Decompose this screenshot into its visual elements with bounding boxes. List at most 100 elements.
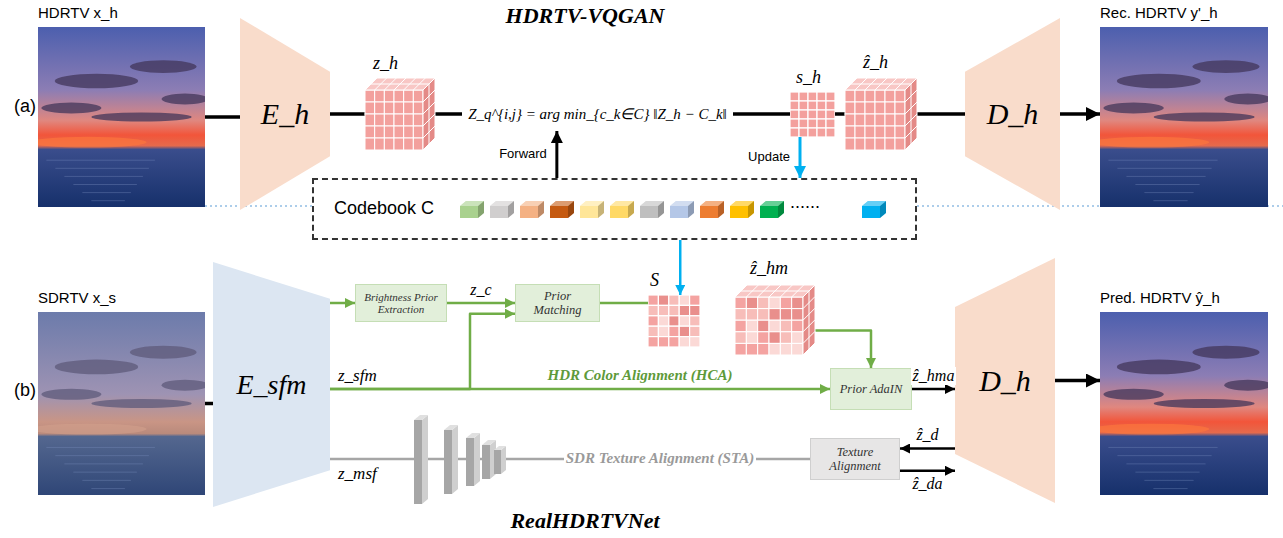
- cube-side: [423, 78, 435, 150]
- cube-cell: [735, 332, 746, 344]
- cloud: [1192, 60, 1259, 73]
- cube-cell: [384, 138, 394, 150]
- module-box: Texture Alignment: [810, 438, 900, 480]
- connector: [900, 447, 955, 450]
- connector: [330, 388, 830, 391]
- grid-cell: [826, 92, 835, 101]
- code-vector: [670, 201, 694, 218]
- cube-cell: [413, 138, 423, 150]
- edge-label: HDR Color Alignment (HCA): [546, 367, 735, 384]
- encoder-block: E_sfm: [213, 262, 330, 507]
- index-grid: s_h: [790, 92, 835, 137]
- cube-grid: [809, 291, 810, 349]
- code-vector: [640, 201, 664, 218]
- grid-cell: [808, 110, 817, 119]
- photo: [1100, 27, 1268, 207]
- module-box: Brightness Prior Extraction: [355, 284, 447, 322]
- grid-shape: [648, 295, 700, 347]
- feature-label: z_h: [373, 53, 398, 74]
- image-panel: Rec. HDRTV y'_h: [1100, 27, 1268, 207]
- image-heading: Pred. HDRTV ŷ_h: [1100, 289, 1220, 306]
- grid-cell: [826, 110, 835, 119]
- wave: [1108, 447, 1217, 448]
- wave: [1144, 192, 1193, 193]
- cube-cell: [413, 90, 423, 102]
- grid-cell: [808, 101, 817, 110]
- module-label: Prior AdaIN: [840, 382, 903, 396]
- grid-cell: [808, 128, 817, 137]
- cube-cell: [845, 90, 855, 102]
- cube-cell: [780, 343, 791, 355]
- formula-text: Z_q^{i,j} = arg min_{c_k∈C} ‖Z_h − C_k‖: [468, 105, 727, 123]
- grid-cell: [679, 337, 689, 347]
- grid-cell: [817, 119, 826, 128]
- codebook-label: Codebook C: [334, 198, 434, 219]
- cube-cell: [746, 320, 757, 332]
- grid-cell: [817, 110, 826, 119]
- edge-label: ẑ_hma: [911, 367, 957, 385]
- cube-cell: [769, 343, 780, 355]
- connector: [815, 331, 871, 369]
- layer-side: [422, 415, 428, 504]
- grid-cell: [669, 305, 679, 315]
- edge-label: z_c: [468, 281, 493, 299]
- feature-label: z_sfm: [338, 366, 377, 386]
- edge-label: Update: [746, 150, 792, 165]
- sta-layers: [414, 415, 506, 504]
- connector: [1060, 112, 1100, 116]
- cube-cell: [404, 138, 414, 150]
- connector: [1055, 379, 1100, 383]
- cube-cell: [384, 114, 394, 126]
- layer-top: [444, 425, 458, 430]
- cube-cell: [769, 309, 780, 321]
- edge-label: ẑ_d: [914, 426, 940, 444]
- cube-cell: [875, 102, 885, 114]
- cube-cell: [394, 114, 404, 126]
- connector: [733, 112, 790, 116]
- cube-cell: [865, 102, 875, 114]
- image-panel: SDRTV x_s: [38, 312, 205, 495]
- connector: [799, 137, 802, 178]
- layer-side: [474, 433, 480, 486]
- cloud: [1117, 360, 1201, 375]
- wave: [1117, 455, 1211, 456]
- cube-cell: [404, 114, 414, 126]
- cube-cell: [735, 309, 746, 321]
- connector: [330, 302, 355, 305]
- image-panel: HDRTV x_h: [38, 27, 205, 207]
- wave: [73, 184, 137, 185]
- index-grid: S: [648, 295, 700, 347]
- connector: [205, 115, 240, 119]
- cube-cell: [875, 90, 885, 102]
- panel-tag: (a): [14, 96, 36, 117]
- grid-cell: [648, 305, 658, 315]
- cube-cell: [845, 102, 855, 114]
- cube-side: [803, 285, 815, 355]
- wave: [1135, 184, 1199, 185]
- code-vector: [700, 201, 724, 218]
- grid-cell: [679, 295, 689, 305]
- edge-label: Forward: [497, 147, 549, 162]
- cube-cell: [885, 90, 895, 102]
- feature-cube: ẑ_hm: [735, 285, 815, 355]
- feature-cube: z_h: [365, 78, 435, 150]
- cube-cell: [375, 138, 385, 150]
- codebook-box: Codebook C......: [312, 178, 917, 240]
- image-heading: SDRTV x_s: [38, 289, 116, 306]
- code-vector: [520, 201, 544, 218]
- grid-shape: [790, 92, 835, 137]
- grid-cell: [817, 128, 826, 137]
- layer-side: [501, 446, 506, 474]
- connector: [900, 470, 955, 473]
- layer-front: [466, 438, 474, 486]
- section-title: HDRTV-VQGAN: [506, 3, 665, 29]
- sky: [38, 312, 205, 495]
- image-panel: Pred. HDRTV ŷ_h: [1100, 312, 1268, 495]
- grid-cell: [658, 326, 668, 336]
- decoder-block: D_h: [965, 18, 1060, 210]
- panel-tag: (b): [14, 380, 36, 401]
- cube-shape: [365, 78, 435, 150]
- trapezoid: [213, 262, 330, 507]
- cube-cell: [394, 90, 404, 102]
- cube-cell: [365, 102, 375, 114]
